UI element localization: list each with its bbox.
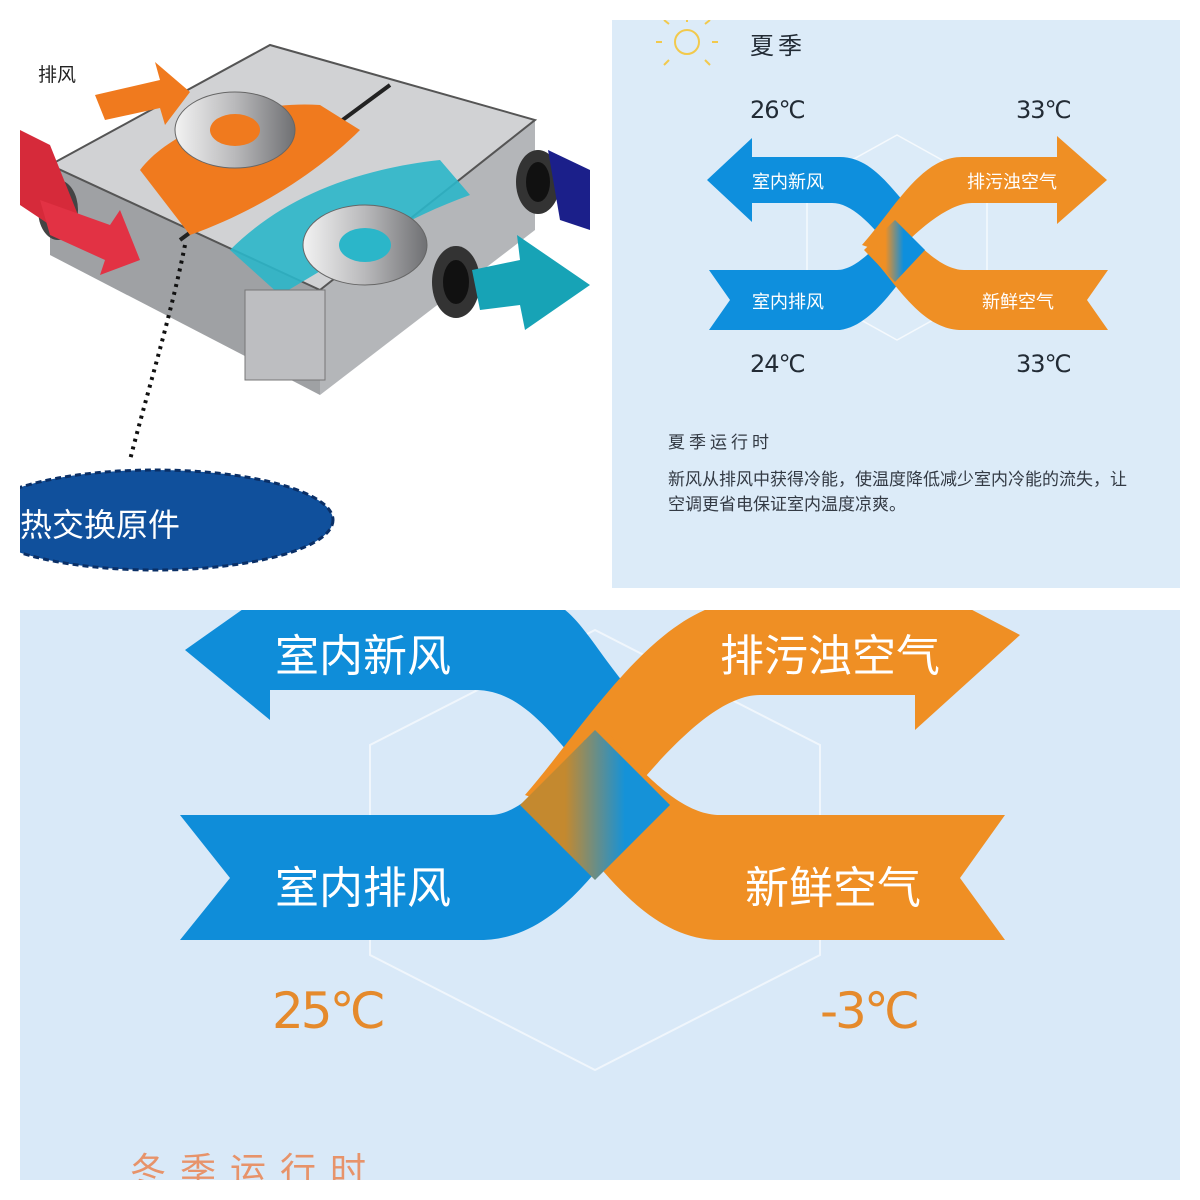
summer-flow-diagram [656,20,1108,341]
winter-heading: 冬季运行时 [130,1151,381,1180]
filter-block [244,289,326,381]
temp-top-right: 33℃ [1016,96,1071,124]
label-fresh-air: 新鲜空气 [982,292,1054,313]
label-exhaust-dirty: 排污浊空气 [967,172,1057,193]
fan-top [174,91,296,169]
navy-arrow-right [548,150,590,230]
exhaust-dirty-arrow [862,136,1107,256]
indoor-fresh-arrow-large [185,610,660,785]
season-title: 夏季 [750,32,806,60]
temp-bottom-left: 24℃ [750,350,805,378]
temp-right-large: -3℃ [820,982,920,1040]
port-right-bottom [432,246,480,318]
indoor-fresh-arrow [707,138,922,250]
hexagon-outline-large [369,628,821,1072]
temp-left-large: 25℃ [272,982,386,1040]
label-exhaust-dirty-large: 排污浊空气 [720,631,940,682]
label-indoor-fresh-large: 室内新风 [275,631,451,682]
winter-flow-diagram [180,610,1020,1072]
fresh-air-arrow [870,225,1108,330]
red-arrow-inlet [40,200,140,275]
exhaust-label: 排风 [38,64,77,86]
core-label: 热交换原件 [20,506,181,544]
red-arrow-left [20,130,80,235]
indoor-exhaust-arrow [709,225,924,330]
heat-exchanger-device-panel: 排风 热交换原件 [20,20,590,582]
summer-description: 新风从排风中获得冷能，使温度降低减少室内冷能的流失，让空调更省电保证室内温度凉爽… [668,470,1127,515]
teal-arrow-outlet [472,235,590,330]
summer-operation-panel: 夏季 26℃ 33℃ 24℃ 33℃ 室内新风 排污浊空气 室内排风 新鲜空气 … [612,20,1180,588]
label-fresh-air-large: 新鲜空气 [745,863,921,914]
device-illustration [20,43,590,572]
label-indoor-exhaust: 室内排风 [752,292,824,313]
fan-bottom [302,204,428,286]
fresh-air-arrow-large [545,735,1005,940]
exhaust-dirty-arrow-large [525,610,1020,825]
port-right-top [516,150,560,214]
label-indoor-exhaust-large: 室内排风 [275,863,451,914]
indoor-exhaust-arrow-large [180,740,650,940]
summer-heading: 夏季运行时 [668,433,773,453]
crossing-gradient-large [520,730,670,880]
label-indoor-fresh: 室内新风 [752,172,824,193]
core-label-ellipse [20,468,335,572]
temp-top-left: 26℃ [750,96,805,124]
temp-bottom-right: 33℃ [1016,350,1071,378]
crossing-gradient [864,220,925,282]
sun-icon [656,20,718,66]
winter-operation-panel: 室内新风 排污浊空气 室内排风 新鲜空气 25℃ -3℃ 冬季运行时 [20,610,1180,1180]
exhaust-arrow-orange [95,62,190,125]
